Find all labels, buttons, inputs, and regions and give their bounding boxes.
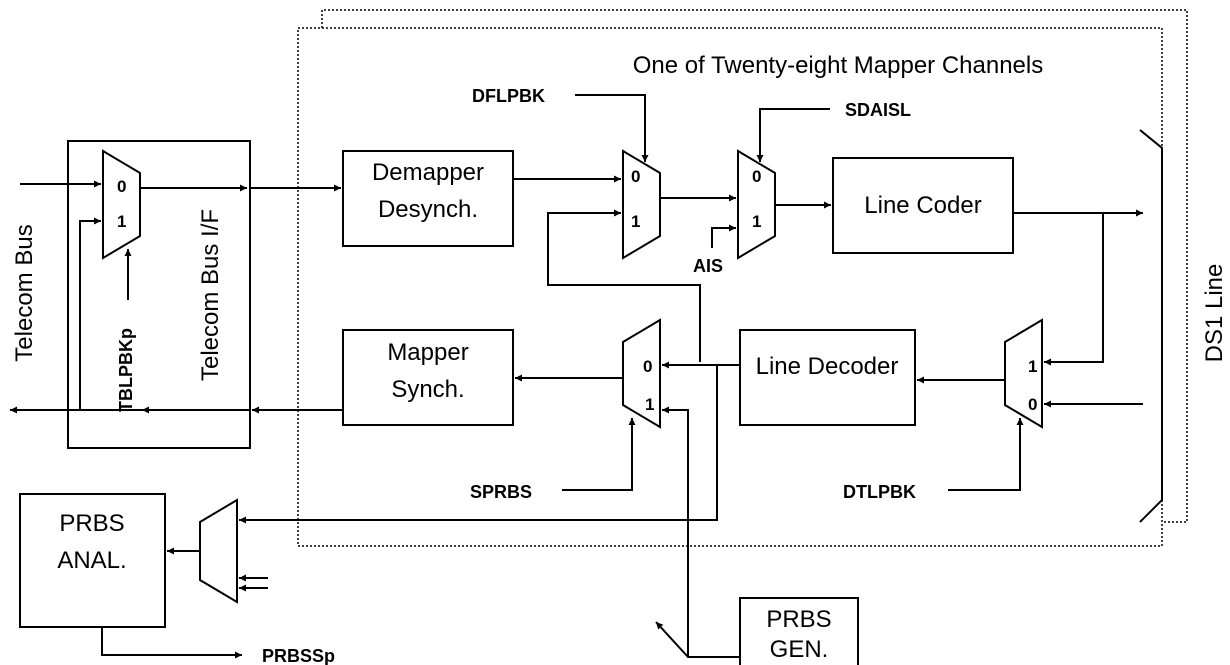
dflpbk-label: DFLPBK bbox=[472, 86, 545, 106]
mux-input-0: 0 bbox=[1028, 395, 1037, 414]
telecom-bus-label: Telecom Bus bbox=[11, 224, 38, 361]
ds1-line-bracket bbox=[1139, 129, 1163, 523]
mux-input-1: 1 bbox=[645, 395, 654, 414]
wiring bbox=[10, 94, 1143, 659]
line-decoder-label: Line Decoder bbox=[756, 353, 899, 380]
sprbs-mux: 0 1 bbox=[622, 318, 661, 429]
sdaisl-mux: 0 1 bbox=[737, 149, 776, 260]
telecom-loopback-mux: 0 1 bbox=[102, 149, 141, 260]
line-coder-block bbox=[832, 157, 1014, 254]
telecom-bus-if-box bbox=[67, 140, 251, 449]
mux-input-0: 0 bbox=[117, 177, 126, 196]
prbs-anal-block bbox=[19, 493, 166, 628]
prbs-gen-label: PRBS bbox=[766, 606, 831, 633]
mux-input-0: 0 bbox=[752, 167, 761, 186]
anal-label: ANAL. bbox=[57, 547, 126, 574]
telecom-bus-if-label: Telecom Bus I/F bbox=[197, 209, 224, 381]
channel-boundary bbox=[297, 9, 1188, 547]
channel-title: One of Twenty-eight Mapper Channels bbox=[633, 52, 1043, 79]
sprbs-label: SPRBS bbox=[470, 482, 532, 502]
demapper-desynch-block bbox=[342, 150, 514, 247]
desynch-label: Desynch. bbox=[378, 196, 478, 223]
prbs-anal-label: PRBS bbox=[59, 510, 124, 537]
synch-label: Synch. bbox=[391, 376, 464, 403]
mapper-label: Mapper bbox=[387, 339, 468, 366]
mux-input-1: 1 bbox=[752, 212, 761, 231]
mux-input-0: 0 bbox=[643, 357, 652, 376]
ais-label: AIS bbox=[693, 256, 723, 276]
prbs-anal-mux bbox=[199, 498, 238, 604]
mapper-synch-block bbox=[342, 329, 514, 426]
line-coder-label: Line Coder bbox=[864, 192, 981, 219]
mux-input-1: 1 bbox=[117, 212, 126, 231]
mux-input-0: 0 bbox=[631, 167, 640, 186]
dtlpbk-label: DTLPBK bbox=[843, 482, 916, 502]
prbs-gen-block: PRBS GEN. bbox=[739, 597, 859, 665]
dtlpbk-mux: 1 0 bbox=[1004, 318, 1043, 429]
demapper-label: Demapper bbox=[372, 159, 484, 186]
mux-input-1: 1 bbox=[631, 212, 640, 231]
line-decoder-block bbox=[739, 329, 916, 426]
tblpbkp-label: TBLPBKp bbox=[116, 328, 136, 412]
prbssp-label: PRBSSp bbox=[262, 646, 335, 665]
dflpbk-mux: 0 1 bbox=[622, 149, 661, 260]
mux-input-1: 1 bbox=[1028, 357, 1037, 376]
gen-label: GEN. bbox=[770, 636, 829, 663]
sdaisl-label: SDAISL bbox=[845, 100, 911, 120]
ds1-line-label: DS1 Line bbox=[1201, 264, 1228, 363]
